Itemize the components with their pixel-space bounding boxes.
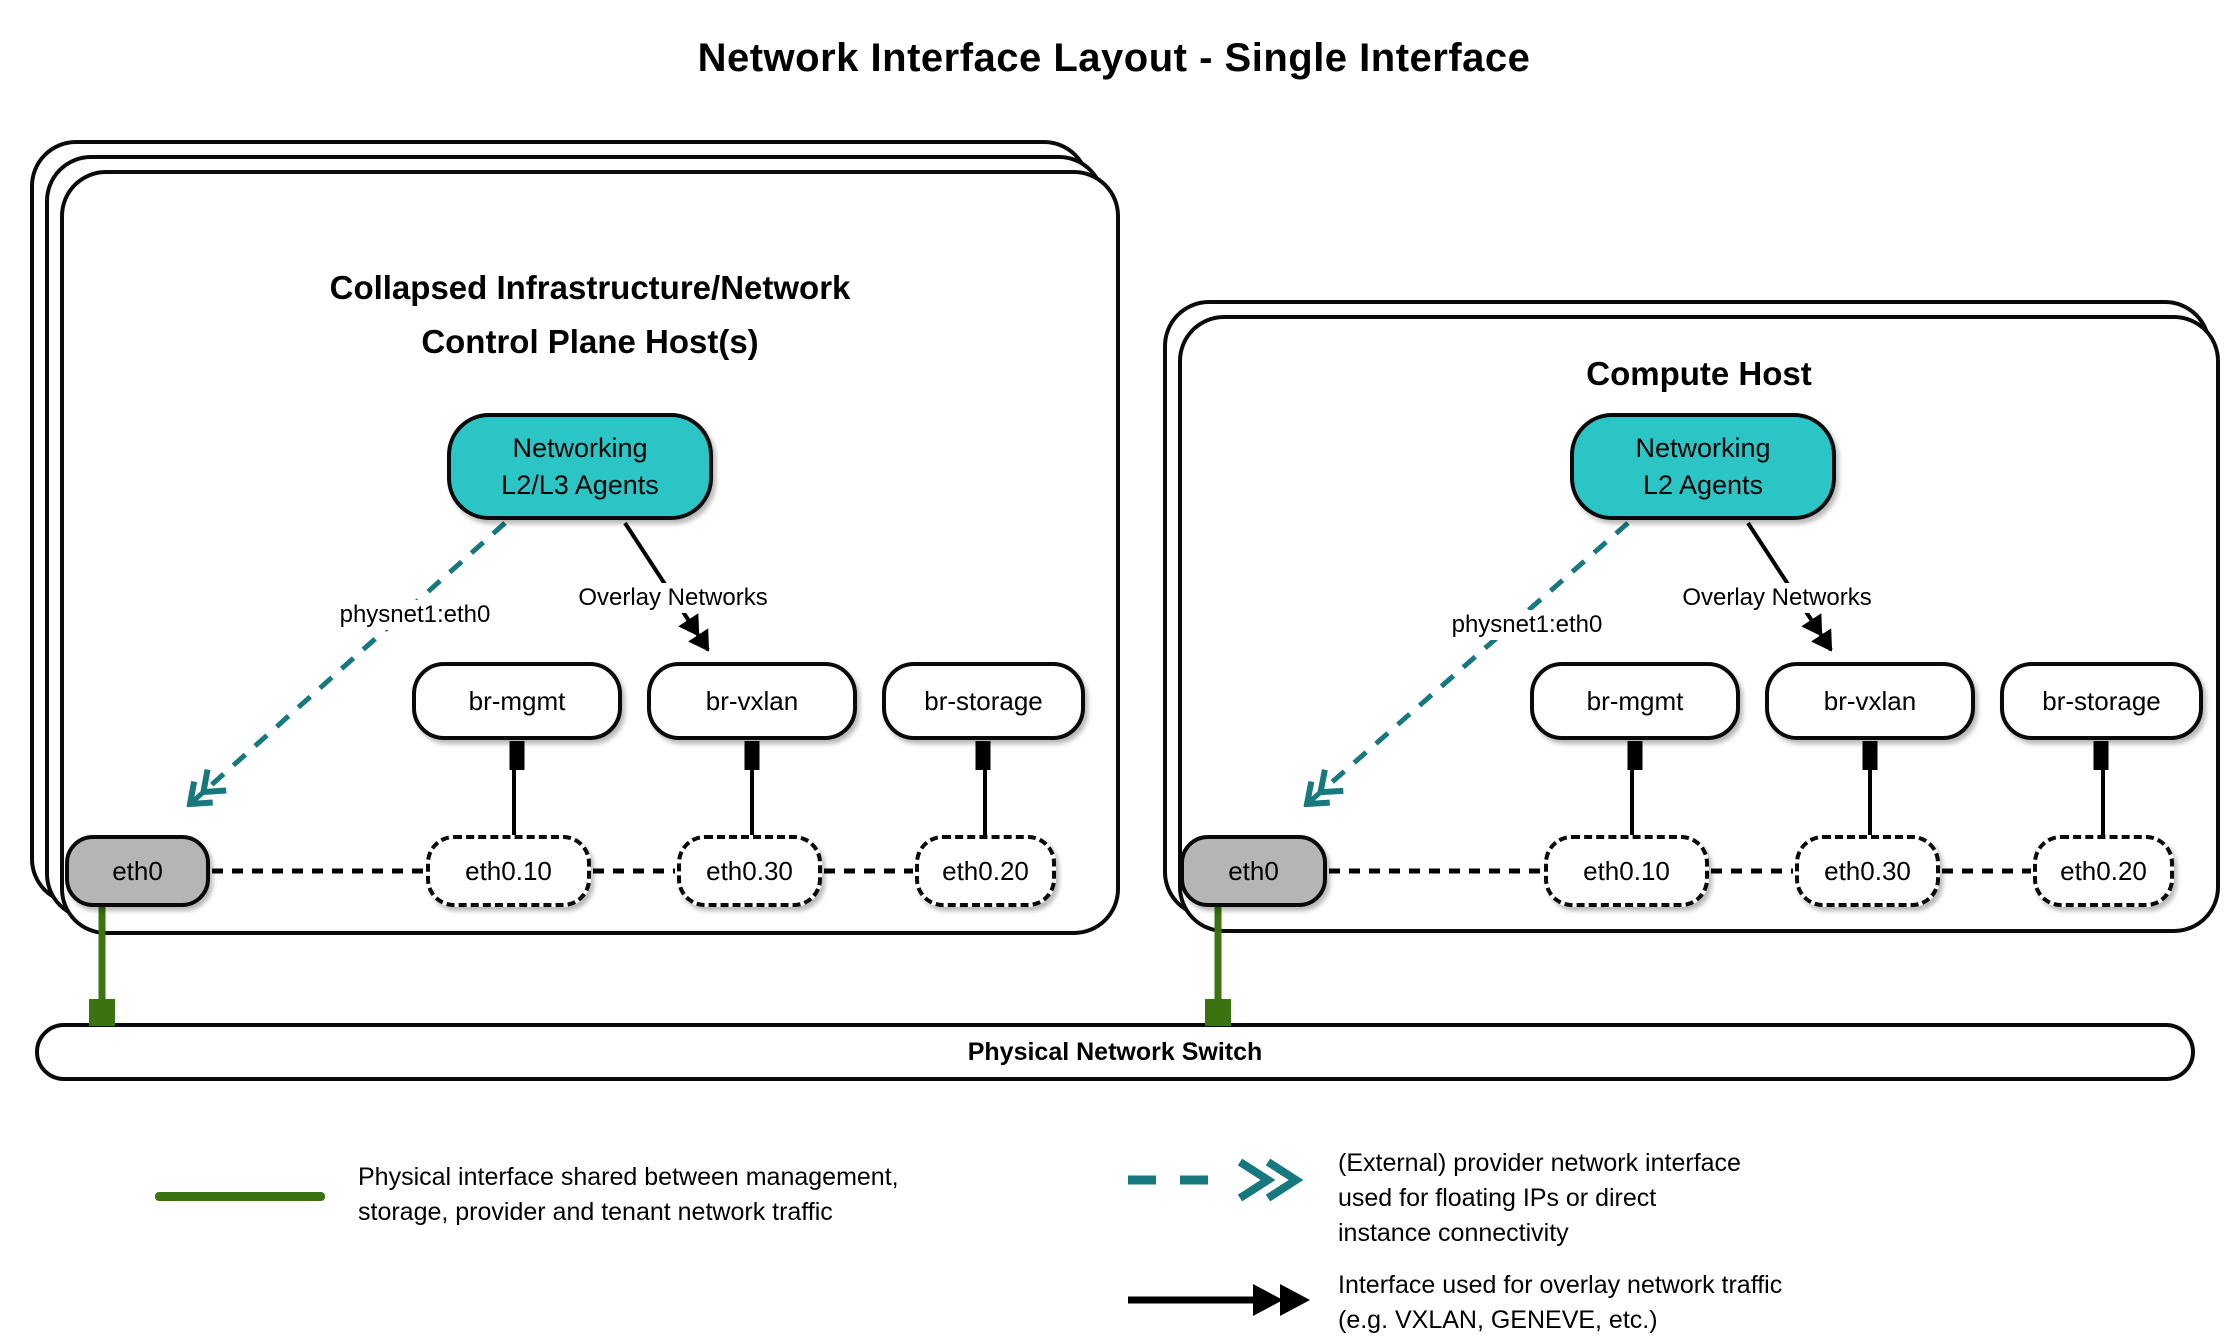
control-bridge-stubs bbox=[509, 741, 991, 838]
compute-bridge-br-vxlan: br-vxlan bbox=[1765, 662, 1975, 740]
compute-vlan-eth0-10: eth0.10 bbox=[1544, 835, 1709, 907]
compute-overlay-edge-label: Overlay Networks bbox=[1662, 583, 1892, 613]
switch-label: Physical Network Switch bbox=[967, 1037, 1263, 1066]
control-vlan-eth0-30: eth0.30 bbox=[677, 835, 822, 907]
legend-item-physical: Physical interface shared between manage… bbox=[358, 1160, 899, 1230]
control-bridge-br-storage: br-storage bbox=[882, 662, 1085, 740]
control-uplink-port bbox=[89, 999, 115, 1026]
compute-provider-edge-label: physnet1:eth0 bbox=[1417, 610, 1637, 640]
compute-host-title-line1: Compute Host bbox=[1586, 355, 1812, 392]
control-vlan-eth0-20: eth0.20 bbox=[915, 835, 1056, 907]
legend-item-provider: (External) provider network interface us… bbox=[1338, 1146, 1741, 1251]
compute-uplink-port bbox=[1205, 999, 1231, 1026]
legend-overlay-arrow bbox=[1128, 1284, 1310, 1316]
legend-provider-line1: (External) provider network interface bbox=[1338, 1149, 1741, 1177]
control-agents-line1: Networking bbox=[512, 432, 648, 463]
control-host-title: Collapsed Infrastructure/Network Control… bbox=[60, 261, 1120, 369]
control-overlay-edge-label: Overlay Networks bbox=[558, 583, 788, 613]
control-agents-node: Networking L2/L3 Agents bbox=[447, 413, 713, 520]
control-host-title-line2: Control Plane Host(s) bbox=[421, 323, 759, 360]
compute-vlan-eth0-20: eth0.20 bbox=[2033, 835, 2174, 907]
compute-agents-line2: L2 Agents bbox=[1642, 469, 1764, 500]
control-agents-line2: L2/L3 Agents bbox=[501, 469, 659, 500]
compute-bridge-br-storage: br-storage bbox=[2000, 662, 2203, 740]
compute-eth0-node: eth0 bbox=[1180, 835, 1327, 907]
compute-vlan-eth0-30: eth0.30 bbox=[1795, 835, 1940, 907]
control-bridge-br-vxlan: br-vxlan bbox=[647, 662, 857, 740]
legend-item-overlay: Interface used for overlay network traff… bbox=[1338, 1268, 1782, 1338]
compute-bridge-br-mgmt: br-mgmt bbox=[1530, 662, 1740, 740]
compute-bridge-stubs bbox=[1627, 741, 2109, 838]
control-eth0-node: eth0 bbox=[65, 835, 210, 907]
legend-physical-line1: Physical interface shared between manage… bbox=[358, 1163, 899, 1191]
compute-provider-arrow bbox=[1307, 521, 1630, 804]
control-host-box bbox=[60, 170, 1120, 935]
control-bridge-br-mgmt: br-mgmt bbox=[412, 662, 622, 740]
legend-provider-line3: instance connectivity bbox=[1338, 1219, 1569, 1247]
control-provider-arrow bbox=[190, 521, 507, 804]
legend-physical-line2: storage, provider and tenant network tra… bbox=[358, 1198, 833, 1226]
physical-network-switch: Physical Network Switch bbox=[35, 1023, 2195, 1081]
legend-provider-line2: used for floating IPs or direct bbox=[1338, 1184, 1657, 1212]
legend-overlay-line2: (e.g. VXLAN, GENEVE, etc.) bbox=[1338, 1306, 1658, 1334]
legend-overlay-line1: Interface used for overlay network traff… bbox=[1338, 1271, 1783, 1299]
compute-agents-line1: Networking bbox=[1635, 432, 1771, 463]
legend-provider-arrow bbox=[1128, 1158, 1304, 1202]
legend-green-line bbox=[155, 1192, 325, 1201]
control-vlan-eth0-10: eth0.10 bbox=[426, 835, 591, 907]
compute-host-title: Compute Host bbox=[1178, 352, 2220, 396]
control-host-title-line1: Collapsed Infrastructure/Network bbox=[329, 269, 851, 306]
control-provider-edge-label: physnet1:eth0 bbox=[305, 600, 525, 630]
compute-agents-node: Networking L2 Agents bbox=[1570, 413, 1836, 520]
page-title: Network Interface Layout - Single Interf… bbox=[697, 36, 1531, 80]
